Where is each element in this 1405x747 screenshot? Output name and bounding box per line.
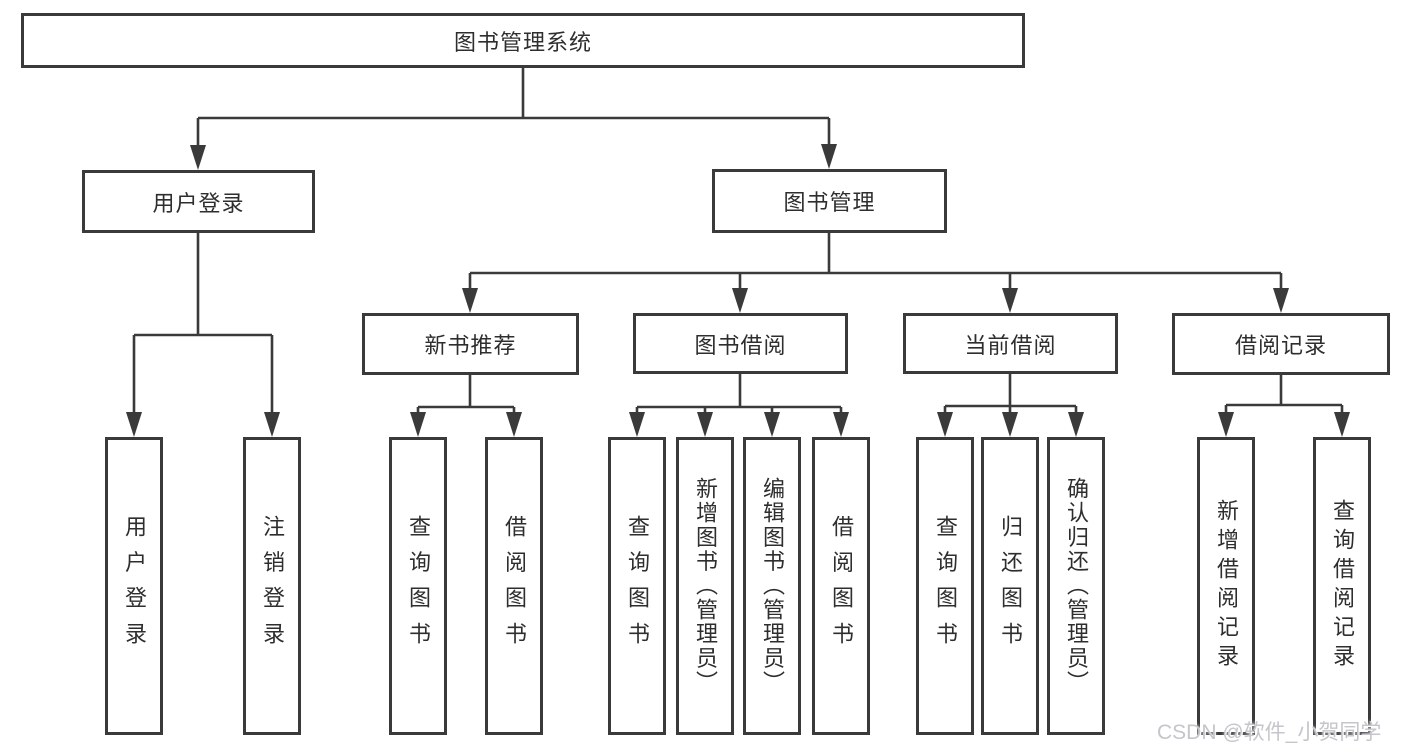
leaf-edit-books-admin: 编辑图书（管理员） — [743, 437, 801, 735]
leaf-add-books-admin: 新增图书（管理员） — [676, 437, 734, 735]
leaf-label: 查询图书 — [625, 514, 650, 658]
node-book-management: 图书管理 — [712, 169, 947, 233]
leaf-user-login: 用户登录 — [105, 437, 163, 735]
edge-root-to-level2 — [196, 68, 831, 150]
leaf-label: 新增图书（管理员） — [693, 477, 718, 695]
node-new-book-recommendation: 新书推荐 — [362, 313, 579, 375]
leaf-label: 归还图书 — [998, 514, 1023, 658]
leaf-logout: 注销登录 — [243, 437, 301, 735]
node-user-login: 用户登录 — [82, 170, 315, 233]
leaf-query-borrow-record: 查询借阅记录 — [1313, 437, 1371, 735]
leaf-label: 查询图书 — [933, 514, 958, 658]
leaf-add-borrow-record: 新增借阅记录 — [1197, 437, 1255, 735]
leaf-borrow-books: 借阅图书 — [812, 437, 870, 735]
leaf-label: 查询借阅记录 — [1330, 498, 1355, 674]
leaf-label: 编辑图书（管理员） — [760, 477, 785, 695]
leaf-return-books: 归还图书 — [981, 437, 1039, 735]
node-library-management-system: 图书管理系统 — [21, 13, 1025, 68]
node-label: 图书管理 — [783, 190, 876, 215]
leaf-label: 注销登录 — [260, 514, 285, 658]
leaf-label: 借阅图书 — [829, 514, 854, 658]
leaf-label: 查询图书 — [406, 514, 431, 658]
leaf-query-books-current: 查询图书 — [916, 437, 974, 735]
leaf-label: 借阅图书 — [502, 514, 527, 658]
leaf-query-books-borrowing: 查询图书 — [608, 437, 666, 735]
node-label: 借阅记录 — [1234, 333, 1327, 358]
node-borrowing-records: 借阅记录 — [1172, 313, 1390, 375]
edge-user-login-children — [132, 233, 274, 433]
node-label: 图书借阅 — [694, 332, 787, 358]
leaf-label: 用户登录 — [122, 514, 147, 658]
leaf-label: 确认归还（管理员） — [1064, 477, 1089, 695]
edge-new-book-children — [416, 375, 516, 433]
node-book-borrowing: 图书借阅 — [633, 313, 848, 374]
node-label: 图书管理系统 — [453, 29, 592, 55]
edge-borrowing-records-children — [1224, 375, 1344, 433]
arrowheads — [126, 144, 1350, 437]
node-label: 新书推荐 — [424, 333, 517, 358]
leaf-borrow-books-recommend: 借阅图书 — [485, 437, 543, 735]
edge-book-borrowing-children — [635, 374, 843, 433]
leaf-query-books-recommend: 查询图书 — [389, 437, 447, 735]
node-label: 当前借阅 — [964, 332, 1057, 358]
leaf-label: 新增借阅记录 — [1214, 498, 1239, 674]
tree-edges — [132, 68, 1344, 433]
node-label: 用户登录 — [152, 190, 245, 216]
node-current-borrowing: 当前借阅 — [903, 313, 1118, 374]
edge-book-management-children — [468, 233, 1283, 293]
leaf-confirm-return-admin: 确认归还（管理员） — [1047, 437, 1105, 735]
csdn-watermark: CSDN @软件_小贺同学 — [1157, 721, 1382, 744]
